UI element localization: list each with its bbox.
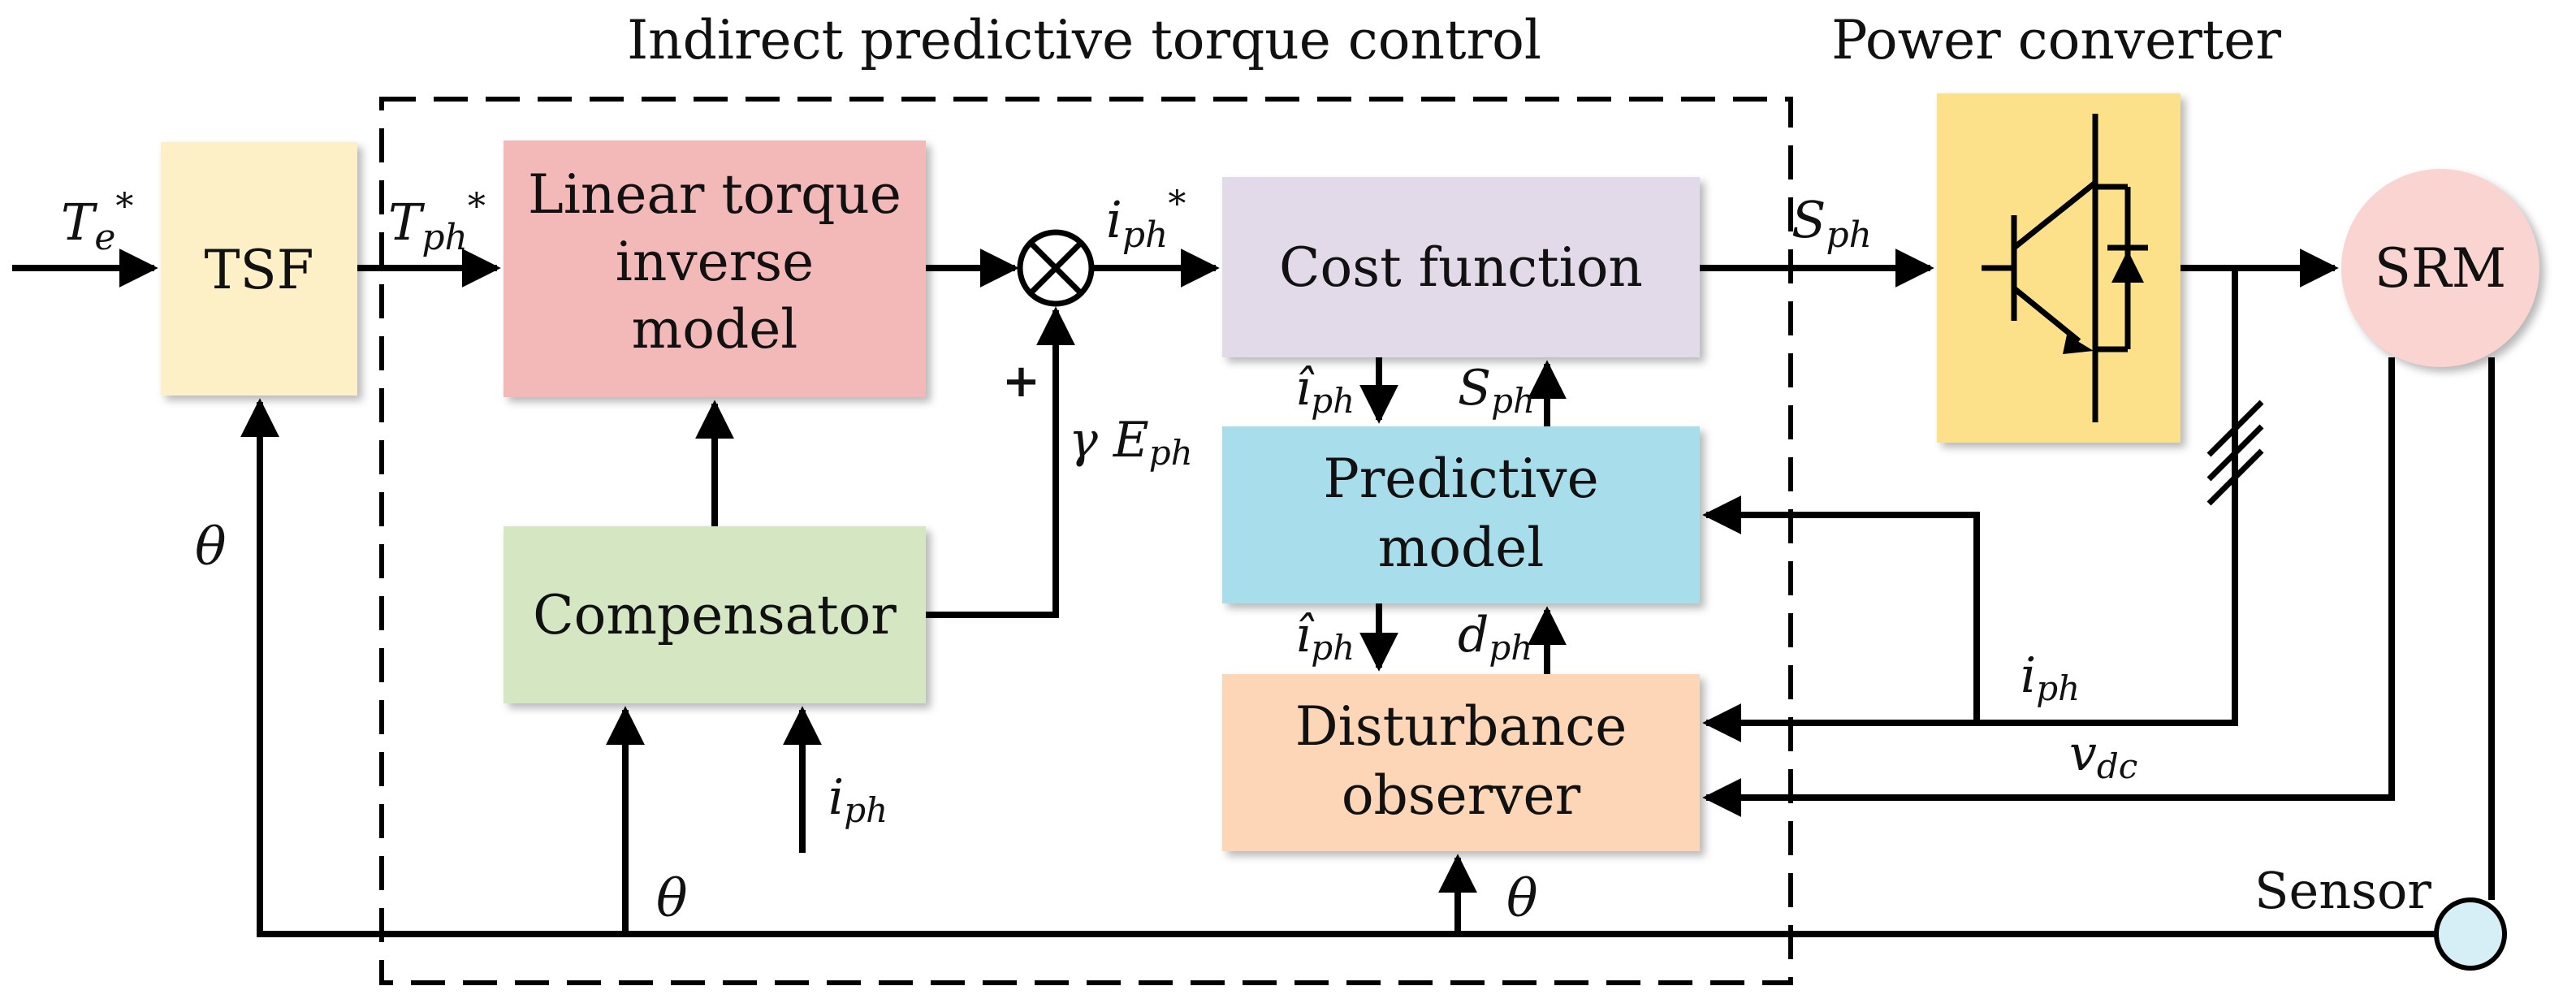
linear-torque-label-line-2: inverse bbox=[616, 231, 814, 293]
compensator-label: Compensator bbox=[533, 584, 897, 647]
linear-torque-label-line-1: Linear torque bbox=[528, 163, 901, 226]
disturbance-observer-block bbox=[1222, 674, 1700, 851]
srm-motor bbox=[2341, 169, 2539, 367]
compensator-block bbox=[504, 526, 926, 703]
tsf-label: TSF bbox=[204, 239, 313, 301]
theta-observer-label: θ bbox=[1506, 869, 1538, 929]
srm-label: SRM bbox=[2375, 237, 2507, 300]
predictive-model-block bbox=[1222, 426, 1700, 603]
indirect-control-region bbox=[379, 97, 1793, 985]
predictive-model-label-line-1: Predictive bbox=[1323, 448, 1598, 510]
cost-function-block bbox=[1222, 177, 1700, 357]
diagram-title: Indirect predictive torque control bbox=[627, 9, 1541, 71]
linear-torque-inverse-model-block bbox=[504, 141, 926, 397]
freewheel-diode-icon bbox=[2111, 250, 2144, 283]
predictive-model-label-line-2: model bbox=[1378, 517, 1545, 579]
signal-wires bbox=[12, 249, 2495, 937]
vdc-label: vdc bbox=[2069, 725, 2137, 786]
iph-hat-lower-label: îph bbox=[1295, 607, 1355, 668]
plus-sign: + bbox=[1002, 354, 1040, 408]
disturbance-observer-label-line-1: Disturbance bbox=[1295, 695, 1627, 758]
summing-junction bbox=[1017, 229, 1095, 307]
disturbance-observer-label-line-2: observer bbox=[1342, 764, 1581, 827]
theta-tsf-label: θ bbox=[195, 517, 227, 577]
position-sensor bbox=[2434, 897, 2507, 971]
igbt-emitter-arrow-icon bbox=[2063, 335, 2094, 354]
power-converter-block bbox=[1937, 93, 2181, 443]
gamma-eph-label: γ Eph bbox=[1069, 412, 1193, 473]
tph-star-label: Tph* bbox=[388, 186, 486, 258]
iph-hat-upper-label: îph bbox=[1295, 360, 1355, 421]
theta-compensator-label: θ bbox=[656, 869, 688, 929]
iph-feedback-label: iph bbox=[2021, 647, 2080, 708]
sph-output-label: Sph bbox=[1792, 190, 1872, 256]
cost-function-label: Cost function bbox=[1279, 236, 1643, 299]
linear-torque-label-line-3: model bbox=[632, 298, 798, 361]
te-star-label: Te* bbox=[61, 186, 133, 258]
iph-compensator-label: iph bbox=[828, 769, 888, 830]
igbt-transistor-icon bbox=[1982, 114, 2148, 422]
tsf-block bbox=[161, 142, 357, 396]
dph-label: dph bbox=[1458, 607, 1532, 668]
iph-star-label: iph* bbox=[1106, 184, 1186, 256]
power-converter-title: Power converter bbox=[1831, 9, 2281, 71]
sph-feedback-label: Sph bbox=[1458, 360, 1535, 421]
sensor-label: Sensor bbox=[2254, 861, 2431, 920]
